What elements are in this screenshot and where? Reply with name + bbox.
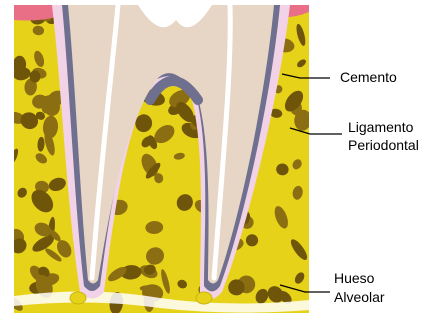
label-ligamento-1: Ligamento [348,119,414,135]
label-cemento: Cemento [340,69,397,85]
label-ligamento-2: Periodontal [348,137,419,153]
apical-nodule-left [70,292,86,304]
apical-nodule-right [196,292,212,304]
label-hueso-2: Alveolar [334,289,385,305]
label-hueso-1: Hueso [334,270,375,286]
